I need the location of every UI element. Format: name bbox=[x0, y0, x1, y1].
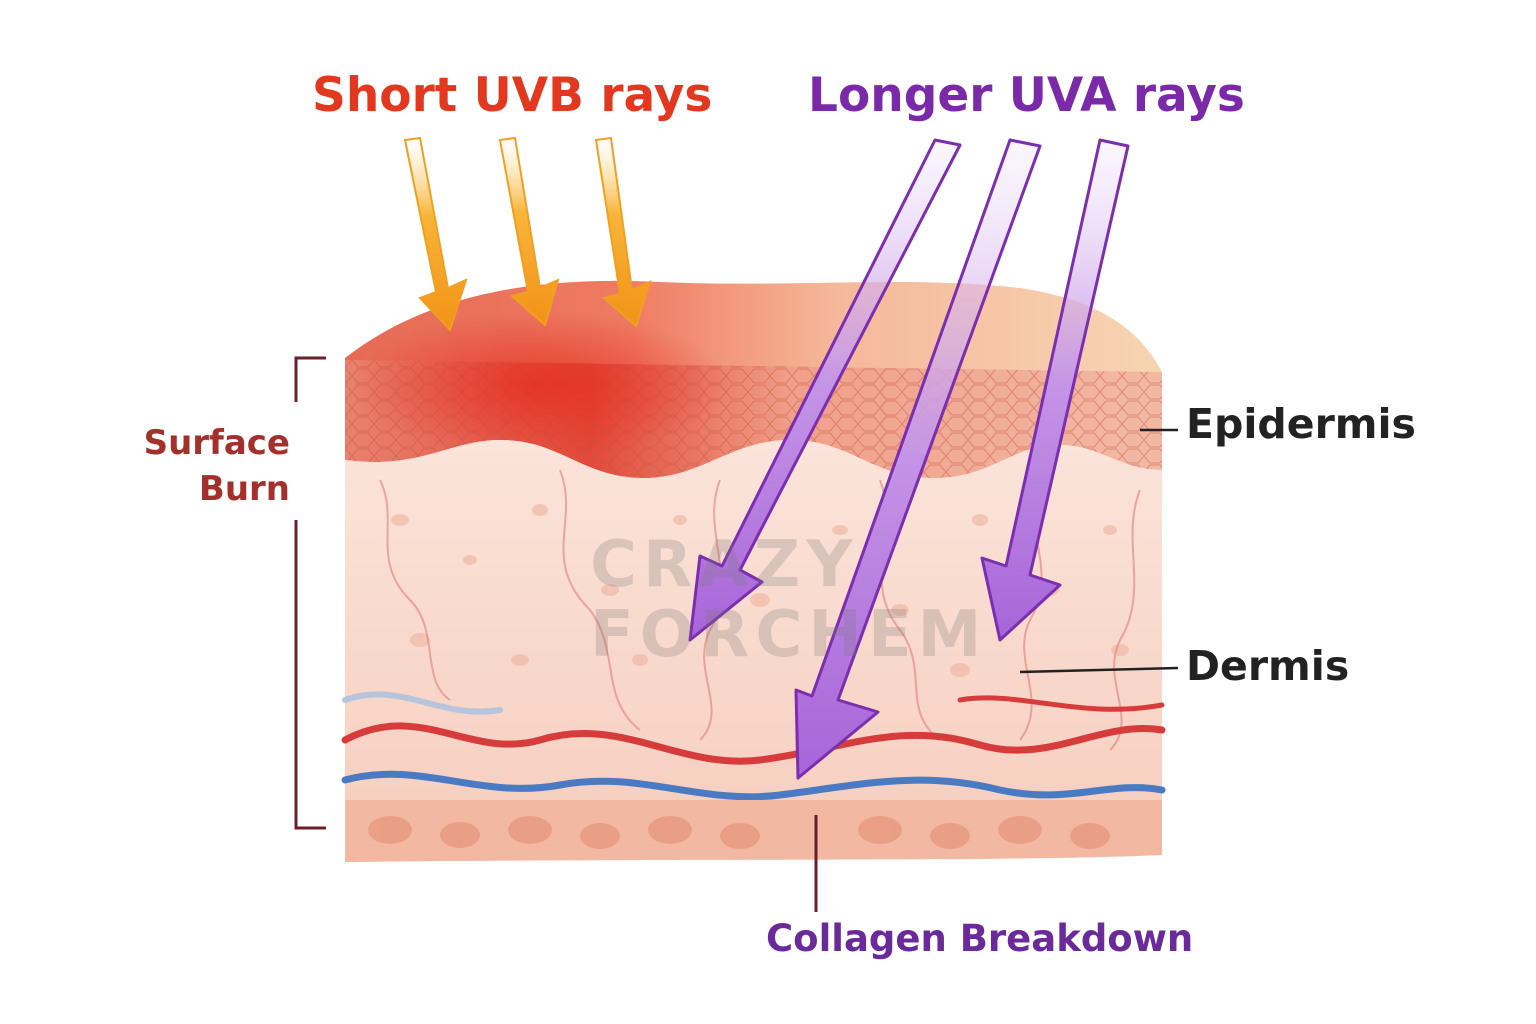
surface-burn-label: Surface Burn bbox=[140, 420, 290, 512]
collagen-label: Collagen Breakdown bbox=[766, 917, 1194, 960]
uvb-arrow-2 bbox=[498, 136, 560, 327]
sunburn-glow bbox=[350, 310, 730, 460]
epidermis-label: Epidermis bbox=[1186, 400, 1416, 448]
dermis-leader bbox=[1019, 666, 1179, 674]
uvb-title: Short UVB rays bbox=[312, 68, 713, 123]
uvb-arrow-3 bbox=[594, 136, 652, 328]
surface-burn-line1: Surface bbox=[143, 423, 290, 463]
surface-burn-bracket bbox=[294, 356, 326, 830]
uva-arrows bbox=[688, 138, 1130, 780]
uva-arrow-1 bbox=[688, 138, 962, 642]
dermis-label: Dermis bbox=[1186, 642, 1350, 690]
uva-arrow-2 bbox=[794, 138, 1042, 780]
dermis-texture bbox=[391, 504, 1129, 677]
uvb-arrows bbox=[403, 136, 652, 332]
uva-title: Longer UVA rays bbox=[808, 68, 1245, 123]
blood-vessels bbox=[341, 691, 1166, 801]
uva-arrow-3 bbox=[980, 138, 1130, 642]
watermark: CRAZY FORCHEM bbox=[590, 528, 988, 672]
dermis-layer bbox=[345, 440, 1162, 830]
uvb-arrow-1 bbox=[403, 136, 468, 332]
surface-burn-line2: Burn bbox=[198, 469, 290, 509]
